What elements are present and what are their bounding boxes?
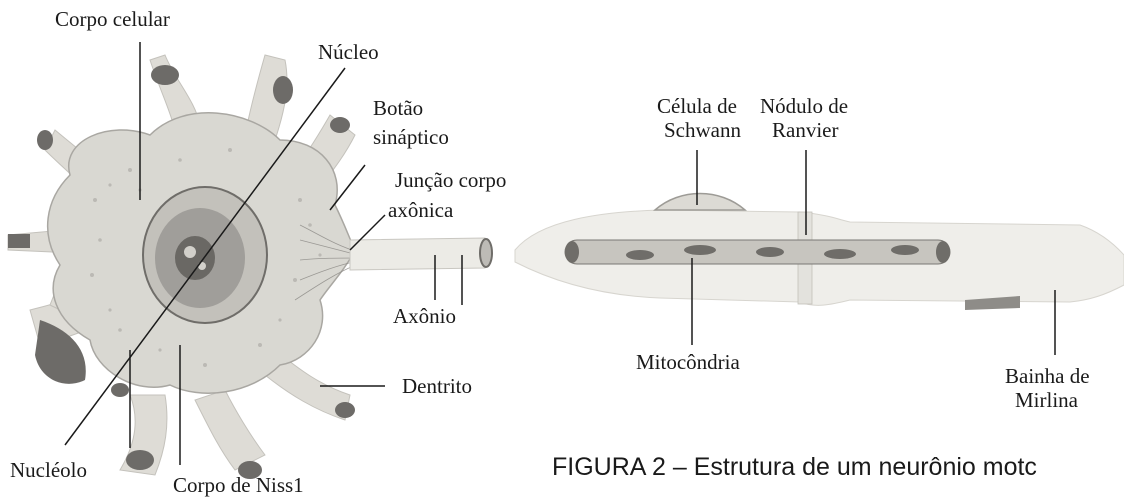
label-bainha-line1: Bainha de	[1005, 366, 1090, 387]
cell-body-illustration	[8, 55, 358, 479]
label-corpo-nissl: Corpo de Niss1	[173, 475, 304, 496]
label-nucleolo: Nucléolo	[10, 460, 87, 481]
label-bainha-line2: Mirlina	[1015, 390, 1078, 411]
label-ranvier-line2: Ranvier	[772, 120, 838, 141]
label-juncao-line2: axônica	[388, 200, 453, 221]
label-ranvier-line1: Nódulo de	[760, 96, 848, 117]
label-juncao-line1: Junção corpo	[395, 170, 506, 191]
label-nucleo: Núcleo	[318, 42, 379, 63]
label-mitocondria: Mitocôndria	[636, 352, 740, 373]
label-dentrito: Dentrito	[402, 376, 472, 397]
label-axonio: Axônio	[393, 306, 456, 327]
label-corpo-celular: Corpo celular	[55, 9, 170, 30]
label-botao-line2: sináptico	[373, 127, 449, 148]
figure-caption: FIGURA 2 – Estrutura de um neurônio motc	[552, 455, 1037, 480]
axon-segment	[350, 238, 492, 270]
label-schwann-line2: Schwann	[664, 120, 741, 141]
label-schwann-line1: Célula de	[657, 96, 737, 117]
myelinated-axon-illustration	[515, 194, 1124, 311]
label-botao-line1: Botão	[373, 98, 423, 119]
